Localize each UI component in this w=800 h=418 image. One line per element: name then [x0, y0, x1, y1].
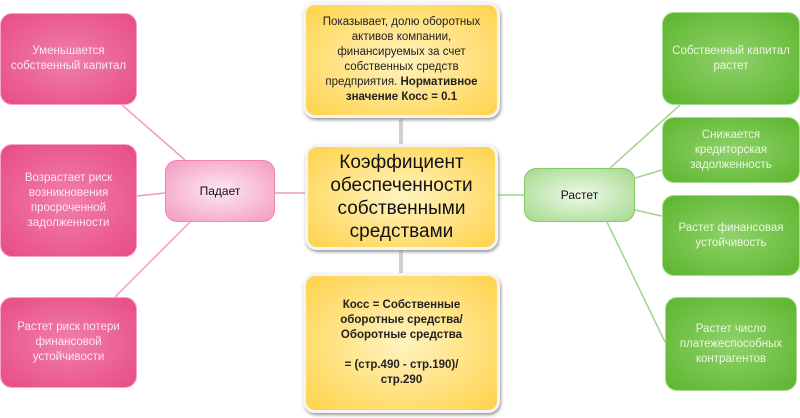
description-box: Показывает, долю оборотных активов компа… — [303, 2, 500, 118]
center-title: Коэффициент обеспеченности собственными … — [330, 152, 473, 242]
falls-label: Падает — [199, 183, 241, 198]
center-node: Коэффициент обеспеченности собственными … — [305, 144, 498, 250]
rises-item-text: Снижается кредиторская задолженность — [690, 128, 772, 171]
rises-item: Снижается кредиторская задолженность — [662, 117, 800, 183]
formula-line: Оборотные средства — [340, 329, 463, 341]
rises-item: Растет число платежеспособных контрагент… — [665, 297, 797, 391]
connector-falls-1 — [121, 104, 186, 161]
connector-falls-3 — [114, 221, 191, 298]
rises-item: Растет финансовая устойчивость — [662, 195, 800, 276]
falls-item: Растет риск потери финансовой устойчивос… — [0, 297, 137, 388]
description-text: Показывает, долю оборотных активов компа… — [322, 16, 481, 88]
falls-item-text: Растет риск потери финансовой устойчивос… — [17, 321, 120, 363]
rises-item-text: Растет число платежеспособных контрагент… — [679, 322, 783, 365]
falls-item-text: Возрастает риск возникновения просроченн… — [24, 171, 113, 229]
rises-node: Растет — [524, 168, 635, 222]
connector-rises-1 — [609, 104, 681, 169]
rises-label: Растет — [560, 187, 599, 202]
falls-item: Возрастает риск возникновения просроченн… — [0, 144, 137, 257]
rises-item: Собственный капитал растет — [662, 12, 800, 105]
falls-item-text: Уменьшается собственный капитал — [10, 45, 127, 72]
formula-line: = (стр.490 - стр.190)/ — [344, 359, 459, 371]
connector-falls-2 — [136, 192, 166, 197]
connector-rises-3 — [634, 209, 663, 217]
formula-line: Косс = Собственные оборотные средства/ — [340, 299, 463, 326]
connector-rises-4 — [606, 221, 666, 343]
connector-rises-2 — [634, 169, 663, 179]
rises-item-text: Собственный капитал растет — [672, 44, 790, 72]
rises-item-text: Растет финансовая устойчивость — [678, 221, 784, 249]
formula-box: Косс = Собственные оборотные средства/ О… — [303, 273, 500, 413]
formula-line: стр.290 — [380, 374, 423, 386]
falls-item: Уменьшается собственный капитал — [0, 13, 137, 105]
normative-value: Нормативное значение Косс = 0.1 — [345, 76, 478, 103]
falls-node: Падает — [165, 160, 275, 222]
